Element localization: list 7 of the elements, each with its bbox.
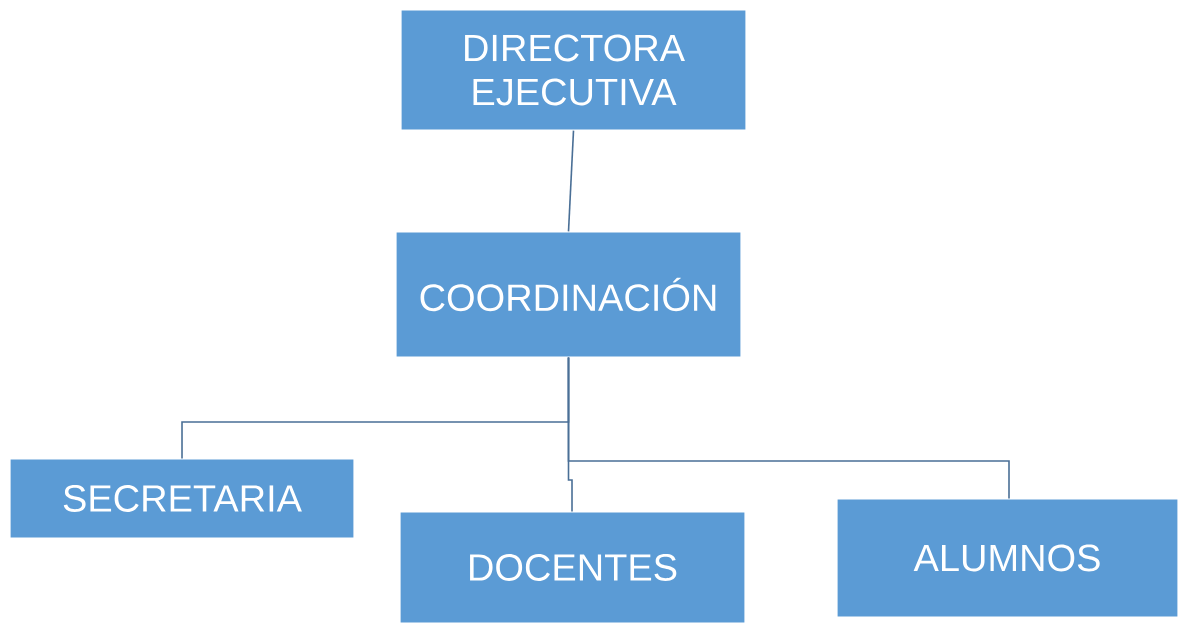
org-box: DOCENTES: [399, 511, 746, 623]
connector-line: [567, 129, 575, 233]
org-box: SECRETARIA: [9, 458, 355, 539]
connector-line: [567, 356, 1010, 500]
org-box: DIRECTORA EJECUTIVA: [400, 9, 747, 131]
org-box: ALUMNOS: [836, 498, 1178, 618]
org-box: COORDINACIÓN: [395, 231, 742, 358]
